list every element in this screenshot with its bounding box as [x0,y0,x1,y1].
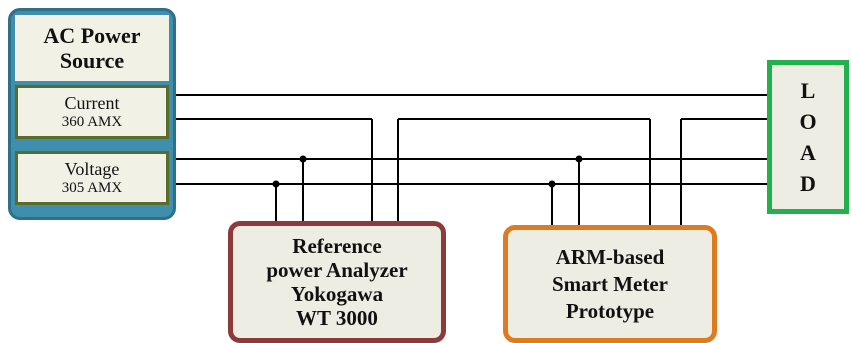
voltage-rating: 305 AMX [61,180,123,196]
smart-meter-prototype: ARM-based Smart Meter Prototype [503,225,717,343]
junction-dot [272,180,280,188]
meter-line3: Prototype [565,298,655,323]
junction-dot [548,180,556,188]
load-letter: L [800,78,816,103]
current-label: Current [64,93,120,113]
meter-line2: Smart Meter [551,271,668,296]
load-letter: D [800,171,816,196]
load-letter: O [799,109,817,134]
analyzer-line4: WT 3000 [296,306,378,330]
voltage-label: Voltage [64,159,120,179]
junction-dot [575,155,583,163]
analyzer-line1: Reference [292,234,382,258]
ac-power-source: AC Power Source Current 360 AMX Voltage … [8,8,176,220]
current-rating: 360 AMX [61,114,123,130]
ac-source-title-line2: Source [59,48,125,73]
analyzer-line2: power Analyzer [266,258,408,282]
analyzer-line3: Yokogawa [290,282,384,306]
load-letter: A [800,140,816,165]
load-box: L O A D [767,60,849,214]
ac-source-title: AC Power Source [15,15,169,81]
current-output-box: Current 360 AMX [15,85,169,139]
reference-power-analyzer: Reference power Analyzer Yokogawa WT 300… [228,221,446,343]
voltage-output-box: Voltage 305 AMX [15,151,169,205]
junction-dot [299,155,307,163]
ac-source-title-line1: AC Power [43,23,141,48]
meter-line1: ARM-based [555,244,665,269]
